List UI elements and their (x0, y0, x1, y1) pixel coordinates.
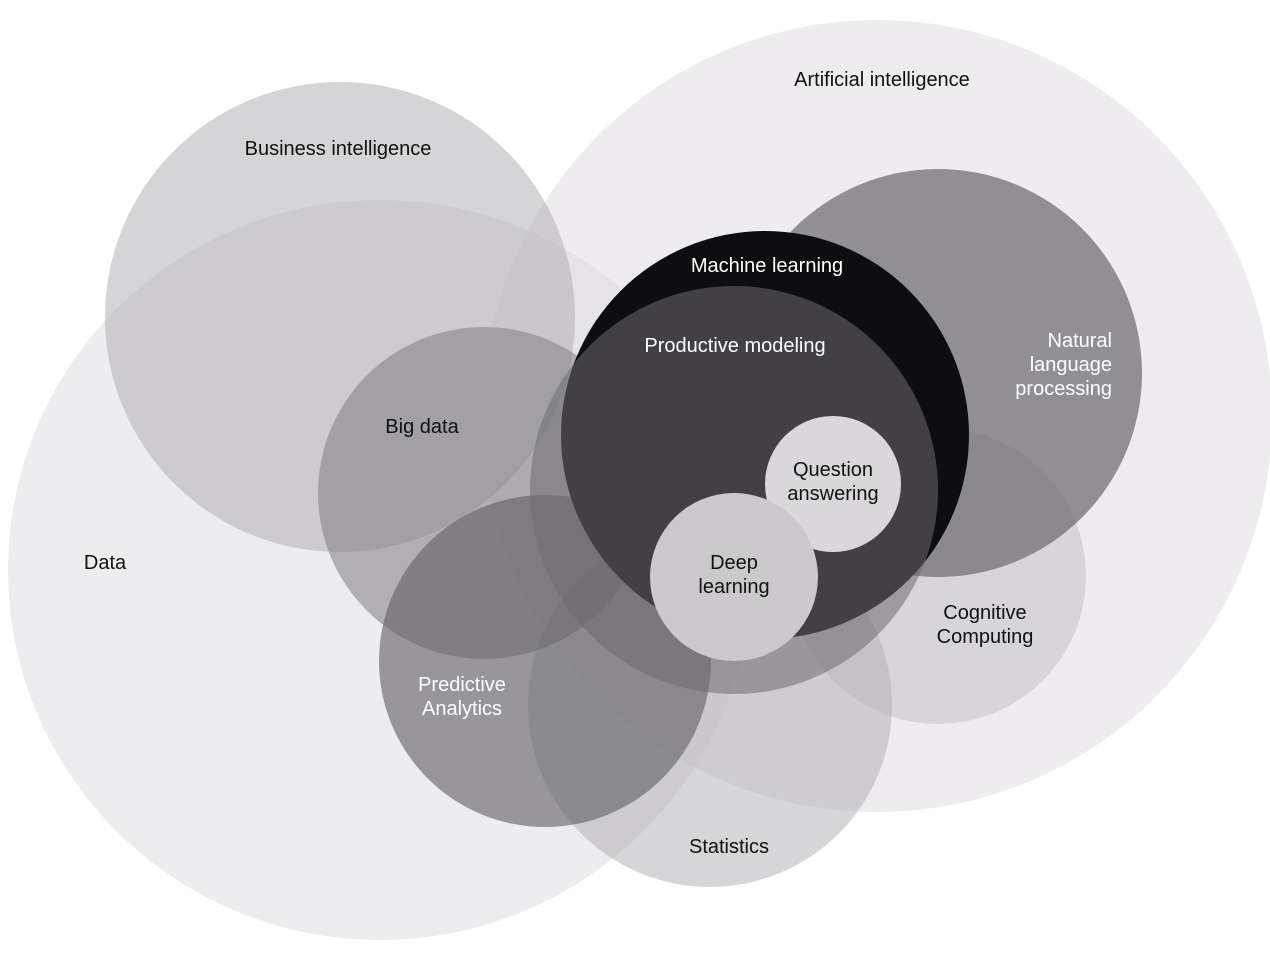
artificial-intelligence-label-line: Artificial intelligence (794, 69, 970, 91)
predictive-analytics-label-line: Analytics (422, 698, 502, 720)
deep-learning-label-line: Deep (710, 552, 758, 574)
cognitive-computing-label-line: Cognitive (943, 602, 1026, 624)
deep-learning-circle (650, 493, 818, 661)
productive-modeling-label: Productive modeling (644, 335, 825, 357)
business-intelligence-label-line: Business intelligence (245, 138, 432, 160)
big-data-label: Big data (385, 416, 459, 438)
deep-learning-label-line: learning (698, 576, 769, 598)
statistics-label-line: Statistics (689, 836, 769, 858)
natural-language-processing-label-line: Natural (1048, 330, 1112, 352)
circles-layer (8, 20, 1270, 940)
natural-language-processing-label-line: processing (1015, 378, 1112, 400)
statistics-label: Statistics (689, 836, 769, 858)
machine-learning-label: Machine learning (691, 255, 843, 277)
productive-modeling-label-line: Productive modeling (644, 335, 825, 357)
natural-language-processing-label-line: language (1030, 354, 1112, 376)
data-label-line: Data (84, 552, 127, 574)
data-label: Data (84, 552, 127, 574)
big-data-label-line: Big data (385, 416, 459, 438)
artificial-intelligence-label: Artificial intelligence (794, 69, 970, 91)
question-answering-label-line: Question (793, 459, 873, 481)
cognitive-computing-label-line: Computing (937, 626, 1034, 648)
predictive-analytics-label-line: Predictive (418, 674, 506, 696)
question-answering-circle (765, 416, 901, 552)
machine-learning-label-line: Machine learning (691, 255, 843, 277)
productive-modeling-circle (530, 286, 938, 694)
business-intelligence-label: Business intelligence (245, 138, 432, 160)
question-answering-label-line: answering (787, 483, 878, 505)
